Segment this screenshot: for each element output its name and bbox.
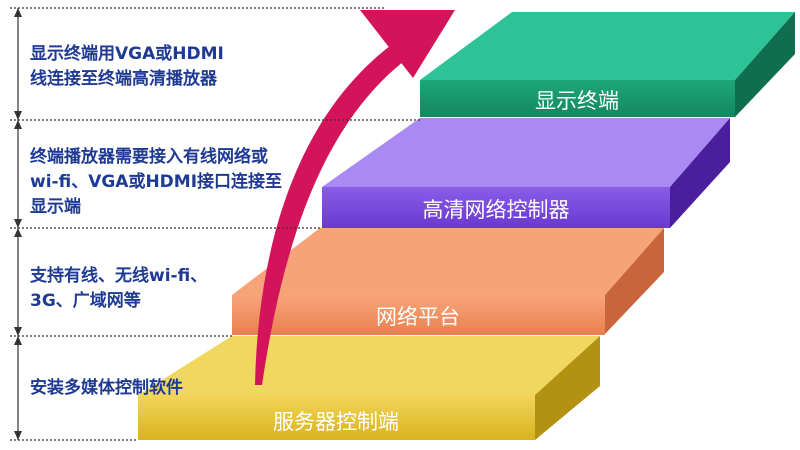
description-display-terminal: 显示终端用VGA或HDMI 线连接至终端高清播放器 <box>30 42 224 92</box>
step-network-platform-top <box>232 228 664 295</box>
description-line: wi-fi、VGA或HDMI接口连接至 <box>30 172 283 192</box>
step-display-terminal: 显示终端 <box>420 12 795 117</box>
step-server-control-label: 服务器控制端 <box>273 410 399 434</box>
bracket-arrow-down-4 <box>14 431 22 440</box>
step-network-platform-label: 网络平台 <box>376 305 460 329</box>
step-display-terminal-front <box>420 80 735 117</box>
bracket-arrow-down-3 <box>14 327 22 336</box>
bracket-arrow-up-1 <box>14 8 22 17</box>
step-network-platform: 网络平台 <box>232 228 664 335</box>
step-server-control-top <box>138 336 600 395</box>
bracket-arrow-up-4 <box>14 336 22 345</box>
description-line: 安装多媒体控制软件 <box>30 378 183 398</box>
description-line: 3G、广域网等 <box>30 291 141 311</box>
step-hd-controller-side <box>670 118 730 228</box>
description-network-platform: 支持有线、无线wi-fi、 3G、广域网等 <box>30 264 207 314</box>
step-server-control: 服务器控制端 <box>138 336 600 440</box>
step-display-terminal-top <box>420 12 795 80</box>
step-network-platform-front <box>232 295 605 335</box>
bracket-arrow-up-3 <box>14 228 22 237</box>
description-server-control: 安装多媒体控制软件 <box>30 376 183 401</box>
description-line: 终端播放器需要接入有线网络或 <box>30 147 268 167</box>
level-brackets <box>10 7 420 441</box>
description-line: 支持有线、无线wi-fi、 <box>30 266 208 286</box>
upward-arrow-icon <box>255 10 455 385</box>
step-network-platform-side <box>605 228 664 334</box>
step-display-terminal-label: 显示终端 <box>535 89 619 113</box>
step-display-terminal-side <box>735 12 795 117</box>
step-hd-controller: 高清网络控制器 <box>322 118 730 228</box>
step-hd-controller-front <box>322 187 670 228</box>
arrow-shaft <box>255 40 408 385</box>
bracket-arrow-up-2 <box>14 120 22 129</box>
arrow-head <box>360 10 455 78</box>
description-line: 线连接至终端高清播放器 <box>30 69 217 89</box>
step-server-control-side <box>535 336 600 440</box>
description-line: 显示端 <box>30 197 81 217</box>
step-server-control-front <box>138 395 535 440</box>
step-hd-controller-top <box>322 118 730 187</box>
description-line: 显示终端用VGA或HDMI <box>30 44 224 64</box>
bracket-arrow-down-1 <box>14 111 22 120</box>
step-hd-controller-label: 高清网络控制器 <box>423 198 570 222</box>
description-hd-controller: 终端播放器需要接入有线网络或 wi-fi、VGA或HDMI接口连接至 显示端 <box>30 145 282 220</box>
bracket-arrow-down-2 <box>14 219 22 228</box>
